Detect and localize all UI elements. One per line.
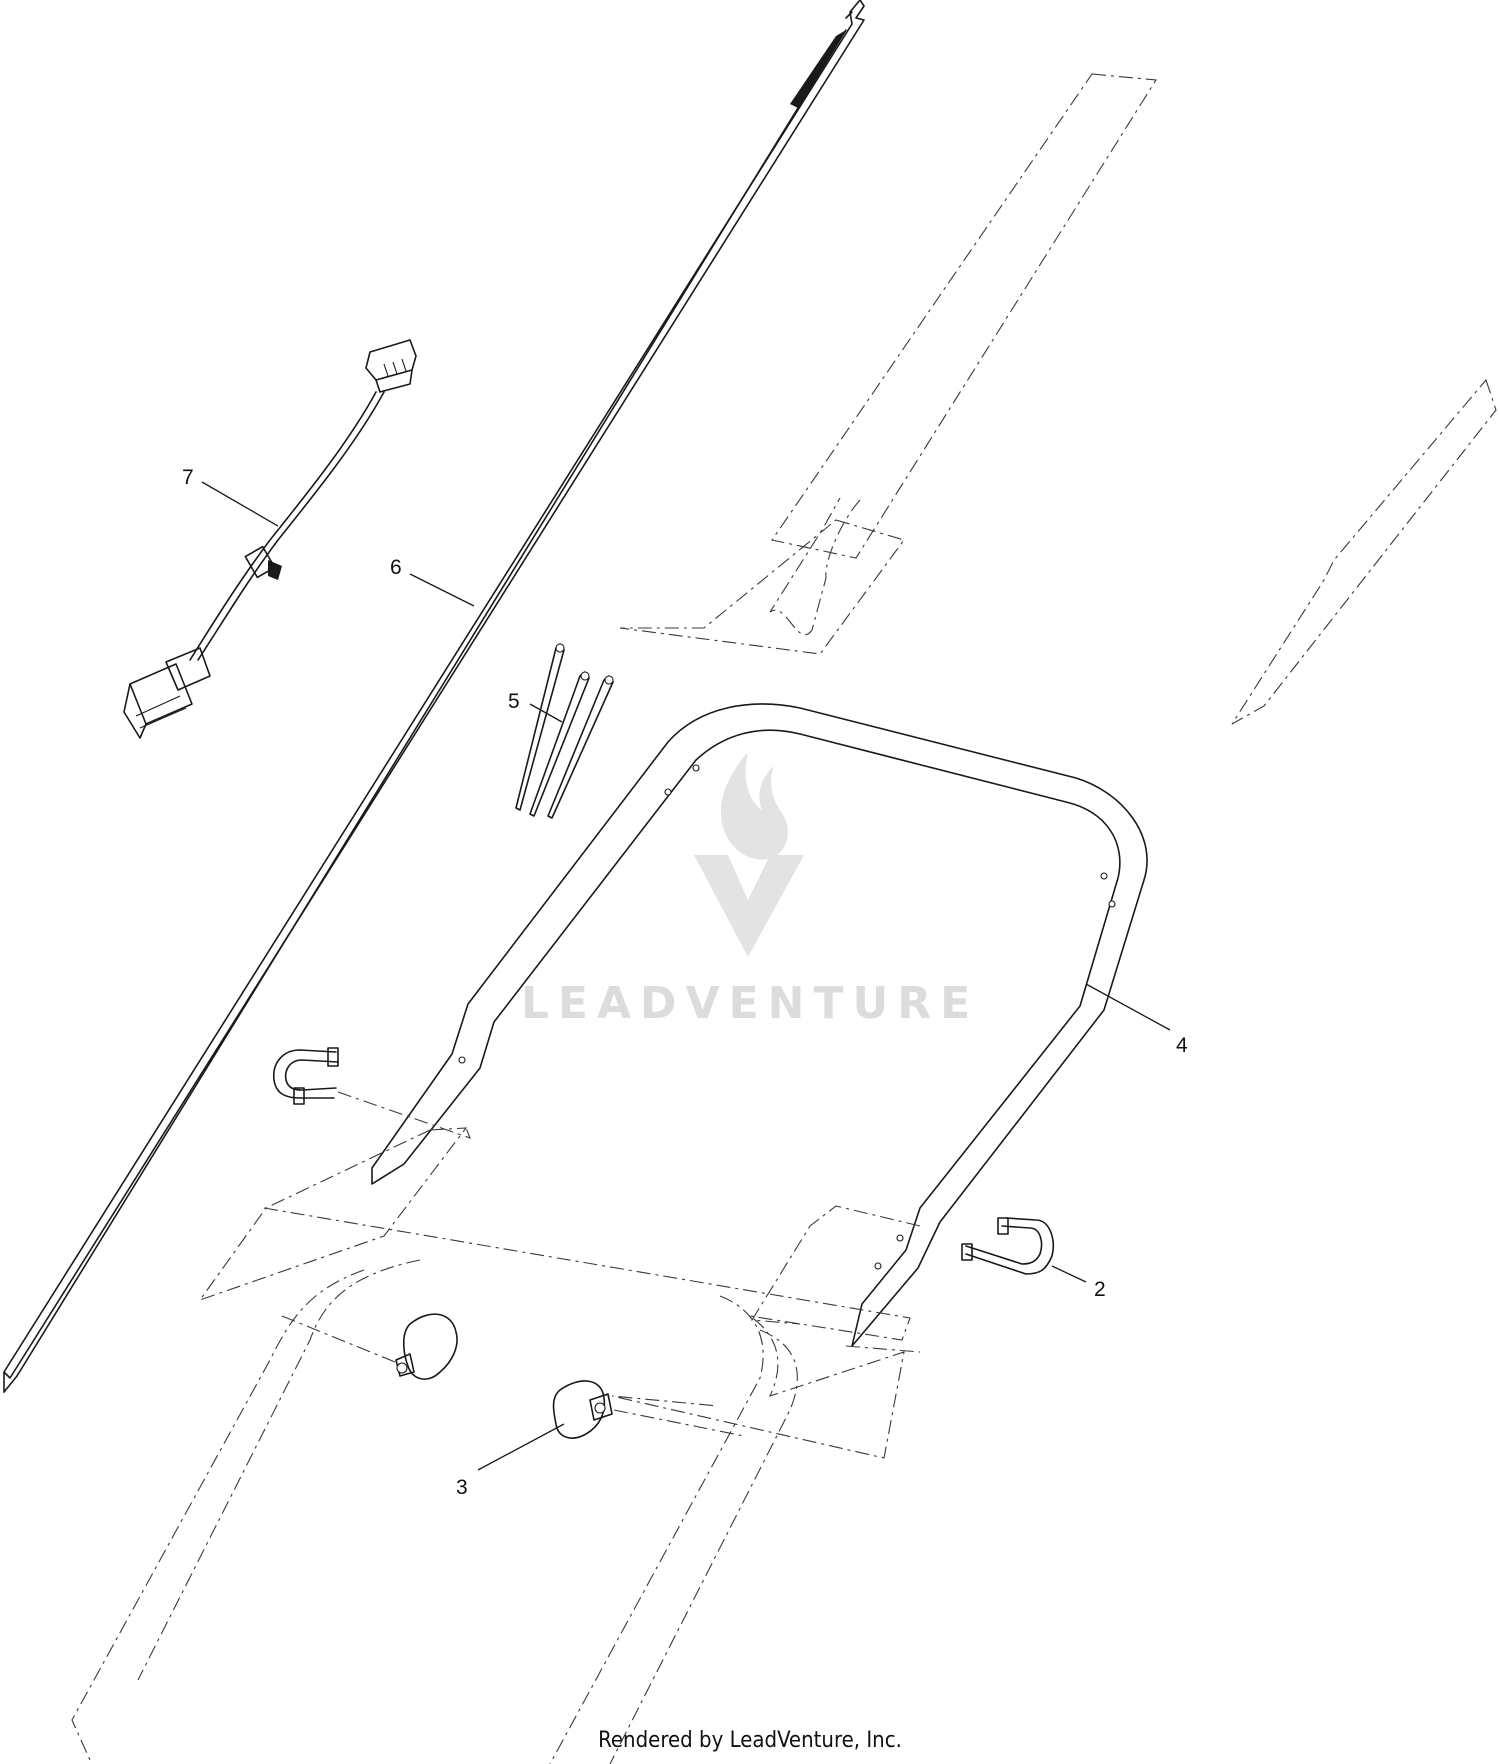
callout-2: 2 <box>1094 1278 1106 1301</box>
part-3-knobs <box>395 1313 613 1439</box>
watermark-text: LEADVENTURE <box>521 978 979 1029</box>
part-7-wire-harness <box>123 339 417 739</box>
phantom-reference-lines <box>71 73 1497 1764</box>
callout-7: 7 <box>182 466 194 489</box>
leader-4 <box>1085 983 1171 1031</box>
callout-6: 6 <box>390 556 402 579</box>
callout-labels: 7 6 5 4 2 3 <box>182 466 1188 1499</box>
leader-7 <box>201 481 279 527</box>
footer-credit: Rendered by LeadVenture, Inc. <box>598 1728 902 1753</box>
watermark: LEADVENTURE <box>521 752 979 1029</box>
part-2-u-pins <box>273 1047 1054 1275</box>
part-5-cable-ties <box>515 643 614 819</box>
leader-3 <box>477 1423 565 1471</box>
leader-2 <box>1051 1265 1087 1283</box>
flame-v-logo-icon <box>694 752 804 957</box>
callout-4: 4 <box>1176 1034 1188 1057</box>
callout-leaders <box>201 481 1171 1471</box>
callout-5: 5 <box>508 690 520 713</box>
callout-3: 3 <box>456 1476 468 1499</box>
leader-5 <box>529 703 563 723</box>
part-6-cable <box>3 0 865 1393</box>
part-4-upper-handle <box>371 703 1148 1347</box>
leader-6 <box>409 573 475 607</box>
